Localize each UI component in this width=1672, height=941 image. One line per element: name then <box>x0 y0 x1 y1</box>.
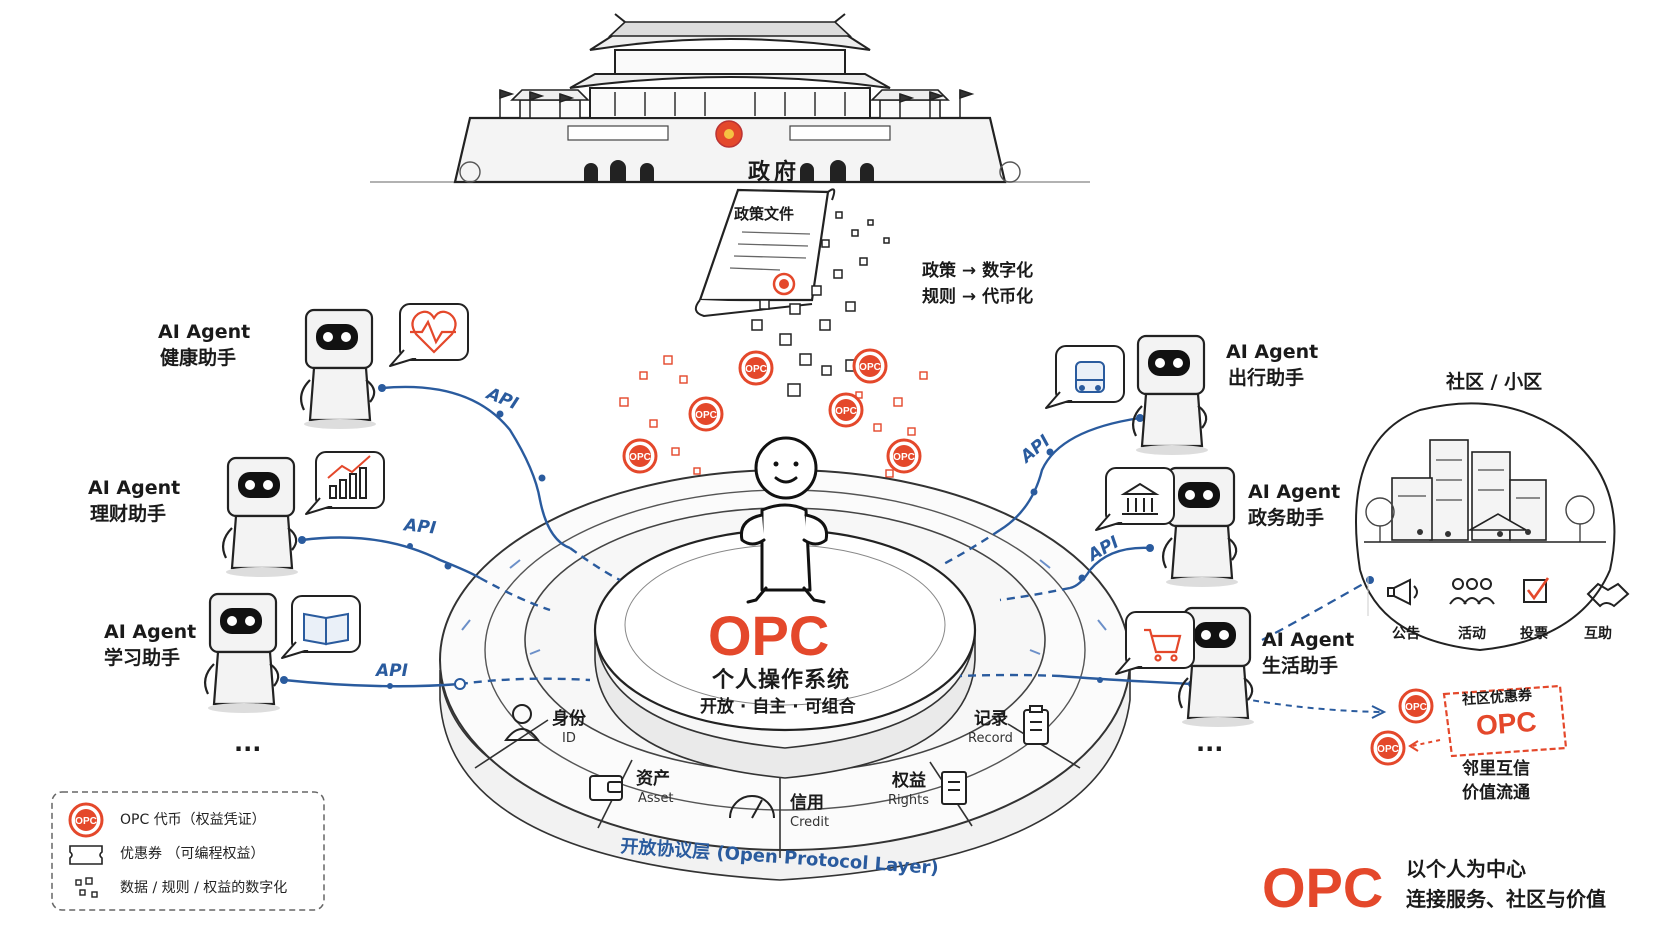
document-icon <box>941 771 967 805</box>
core-tagline: 开放 · 自主 · 可组合 <box>700 697 856 717</box>
agent-health-subtitle: 健康助手 <box>160 347 237 369</box>
api-connections-right <box>999 416 1193 686</box>
segment-record-cn: 记录 <box>974 709 1008 729</box>
api-connections-left <box>283 385 571 688</box>
community-flow-line1: 邻里互信 <box>1462 759 1530 779</box>
community-flow-line2: 价值流通 <box>1462 783 1530 803</box>
bus-icon <box>1075 361 1105 393</box>
agent-health-title: AI Agent <box>158 321 251 343</box>
footer-line2: 连接服务、社区与价值 <box>1406 887 1606 911</box>
segment-rights-cn: 权益 <box>892 771 926 791</box>
segment-id-cn: 身份 <box>552 709 586 729</box>
heart-rate-icon <box>410 310 457 354</box>
community-coupon <box>1370 684 1568 766</box>
clipboard-icon <box>1023 705 1049 745</box>
government-label: 政府 <box>748 160 801 185</box>
government-building-icon <box>1120 482 1160 515</box>
footer-brand: OPC <box>1262 856 1384 919</box>
legend-box <box>51 791 325 911</box>
chart-icon <box>327 455 371 499</box>
api-label-finance: API <box>403 515 437 539</box>
agent-gov-title: AI Agent <box>1248 481 1341 503</box>
megaphone-icon <box>1387 578 1418 606</box>
footer-line1: 以个人为中心 <box>1406 857 1526 881</box>
book-icon <box>303 612 349 646</box>
legend-coupon: 优惠券 （可编程权益） <box>120 846 265 862</box>
coupon-icon <box>69 845 103 865</box>
segment-rights-en: Rights <box>888 793 930 808</box>
agent-travel-subtitle: 出行助手 <box>1228 367 1305 389</box>
people-icon <box>1449 578 1495 605</box>
more-agents-right: ··· <box>1196 735 1224 763</box>
segment-record-en: Record <box>968 731 1013 746</box>
segment-credit-en: Credit <box>790 815 830 830</box>
transform-line-1: 政策 → 数字化 <box>922 261 1034 281</box>
agent-life-title: AI Agent <box>1262 629 1355 651</box>
segment-credit-cn: 信用 <box>790 793 824 813</box>
agent-finance-title: AI Agent <box>88 477 181 499</box>
segment-id-en: ID <box>562 731 576 746</box>
digital-fragments-icon <box>75 877 98 898</box>
community-item-activity: 活动 <box>1458 626 1486 642</box>
wallet-icon <box>589 775 623 801</box>
government-building <box>370 13 1090 184</box>
legend-coin: OPC 代币（权益凭证） <box>120 812 266 828</box>
coupon-brand: OPC <box>1474 705 1538 742</box>
api-label-study: API <box>376 661 408 681</box>
community-item-notice: 公告 <box>1392 626 1420 642</box>
segment-asset-cn: 资产 <box>636 769 670 789</box>
digital-fragments <box>751 211 890 397</box>
gauge-icon <box>729 795 775 819</box>
shopping-cart-icon <box>1144 628 1182 662</box>
user-icon <box>504 704 540 741</box>
transform-line-2: 规则 → 代币化 <box>922 287 1034 307</box>
policy-document <box>694 188 836 318</box>
agent-gov-subtitle: 政务助手 <box>1248 507 1325 529</box>
agent-finance-subtitle: 理财助手 <box>90 503 167 525</box>
person-figure <box>739 436 829 604</box>
legend-digital: 数据 / 规则 / 权益的数字化 <box>120 880 288 896</box>
community-title: 社区 / 小区 <box>1446 371 1543 393</box>
more-agents-left: ··· <box>234 735 262 763</box>
core-title: 个人操作系统 <box>712 668 851 693</box>
handshake-icon <box>1586 582 1630 608</box>
agent-life-subtitle: 生活助手 <box>1262 655 1339 677</box>
agent-study-subtitle: 学习助手 <box>104 647 181 669</box>
community-panel <box>1355 402 1616 652</box>
agent-study-title: AI Agent <box>104 621 197 643</box>
segment-asset-en: Asset <box>638 791 674 806</box>
agent-travel-title: AI Agent <box>1226 341 1319 363</box>
community-item-vote: 投票 <box>1520 626 1548 642</box>
vote-checkbox-icon <box>1523 577 1550 603</box>
policy-document-label: 政策文件 <box>734 205 795 223</box>
core-brand: OPC <box>708 604 830 667</box>
community-item-help: 互助 <box>1584 626 1612 642</box>
